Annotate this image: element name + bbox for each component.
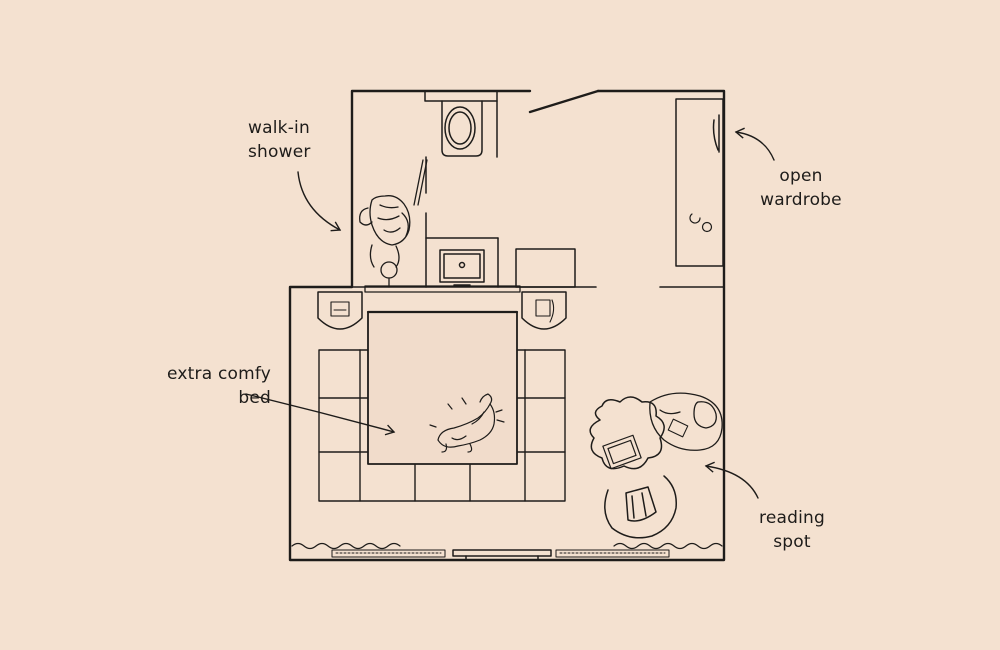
wardrobe-icon — [675, 98, 724, 267]
room-walls — [288, 89, 726, 562]
label-open-wardrobe: open wardrobe — [760, 166, 842, 210]
bed-icon — [366, 310, 519, 465]
laptop-icon — [602, 434, 642, 470]
book-icon — [667, 418, 689, 438]
nightstand-left — [317, 291, 363, 330]
curtain-waves — [291, 542, 723, 550]
toilet-icon — [424, 90, 498, 158]
arrow-reading — [704, 461, 759, 499]
radiator — [331, 549, 670, 558]
door-swing — [528, 89, 600, 114]
person-showering-icon — [359, 195, 411, 288]
arrow-shower — [297, 171, 342, 232]
arrow-wardrobe — [734, 127, 775, 161]
side-table — [589, 396, 665, 470]
window — [452, 549, 552, 561]
alarm-clock-icon — [330, 301, 350, 317]
arrow-bed — [245, 393, 396, 436]
label-reading-spot: reading spot — [759, 508, 825, 552]
sleeping-dog-icon — [429, 393, 505, 453]
storage-cabinet — [515, 248, 576, 288]
phone-icon — [535, 299, 551, 317]
armchair-icon — [604, 475, 677, 539]
nightstand-right — [521, 291, 567, 330]
label-extra-comfy-bed: extra comfy bed — [167, 364, 271, 408]
interior-wall — [351, 285, 725, 293]
person-reading-icon — [649, 392, 723, 451]
sink-icon — [425, 237, 499, 288]
shower-partition — [413, 156, 428, 288]
label-walk-in-shower: walk-in shower — [248, 118, 311, 162]
